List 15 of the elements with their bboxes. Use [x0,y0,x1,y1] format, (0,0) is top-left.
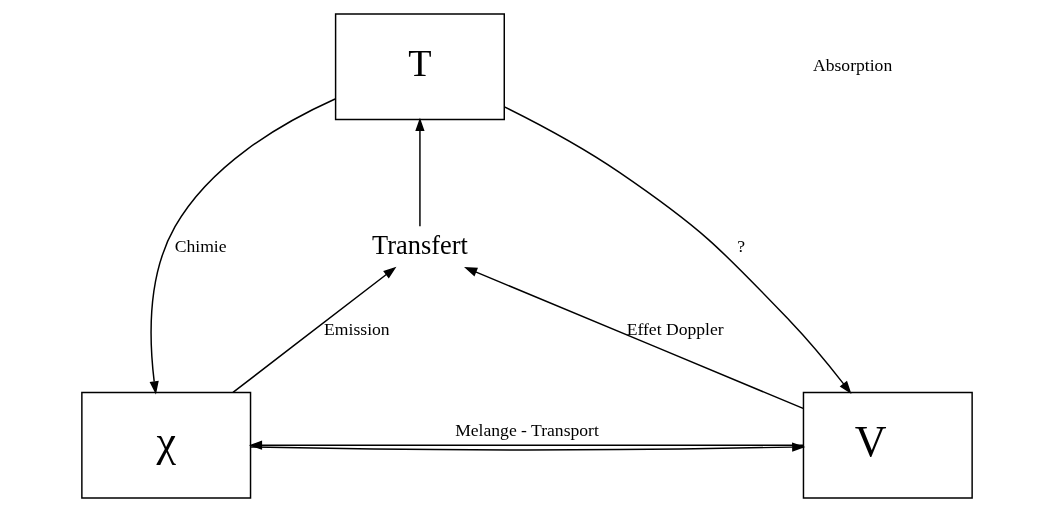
node-box: χ [80,391,251,499]
edge-label: Melange - Transport [454,419,599,440]
node-text: Transfert [371,229,468,260]
edge-label: Emission [323,318,390,339]
arrow [503,106,851,394]
edge-label: ? [736,235,745,256]
arrow [463,267,804,410]
label: Absorption [812,55,892,76]
arrow [414,117,425,227]
edge-label: Effet Doppler [626,318,724,339]
edge-label: Chimie [174,235,227,256]
arrow [149,98,336,395]
arrow [231,266,396,394]
node-box: T [334,13,505,121]
node-box: V⃗ [802,391,973,499]
